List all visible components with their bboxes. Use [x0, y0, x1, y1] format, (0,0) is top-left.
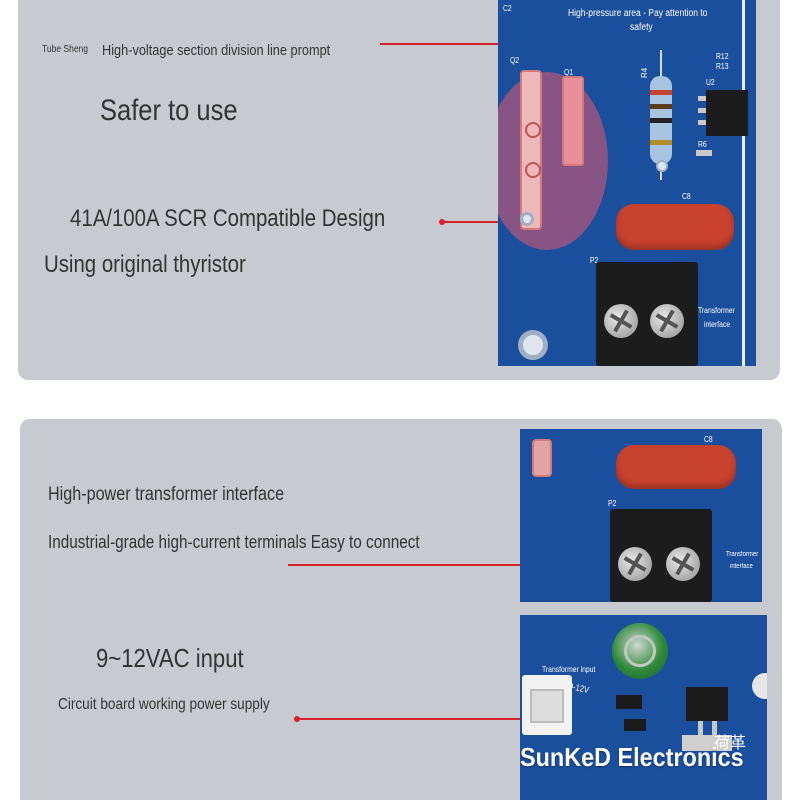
callout-line-scr [443, 221, 503, 223]
chip-pin [698, 108, 706, 113]
pad-hole [525, 122, 541, 138]
transformer-line1: Transformer [726, 551, 759, 558]
vac-heading: 9~12VAC input [96, 643, 244, 673]
pcb-label-c8: C8 [704, 435, 713, 444]
chip-pin [712, 721, 717, 735]
smd-component [616, 695, 642, 709]
tube-label: Tube Sheng [42, 44, 89, 55]
terminal-screw-2 [650, 304, 684, 338]
pad-hole [525, 162, 541, 178]
scr-heading: 41A/100A SCR Compatible Design [70, 205, 386, 232]
terminal-screw-2 [666, 547, 700, 581]
pcb-label-c2: C2 [503, 4, 512, 13]
pcb-label-q1: Q1 [564, 68, 574, 77]
pcb-label-p2: P2 [590, 256, 599, 265]
resistor-band [650, 90, 672, 95]
connector-socket [530, 689, 564, 723]
pcb-label-r13: R13 [716, 62, 729, 71]
regulator-tab [682, 735, 732, 751]
thyristor-q1 [562, 76, 584, 166]
callout-dot-power [294, 716, 300, 722]
pcb-label-u2: U2 [706, 78, 715, 87]
callout-dot-scr [439, 219, 445, 225]
resistor-band [650, 140, 672, 145]
division-line [742, 0, 745, 366]
mount-hole-small [656, 160, 668, 172]
smd-component [624, 719, 646, 731]
chip-pin [698, 96, 706, 101]
safer-heading: Safer to use [100, 94, 238, 127]
chip-pin [698, 721, 703, 735]
thyristor-q2 [520, 70, 542, 230]
chinese-mark: 荷革 [714, 735, 747, 752]
transformer-line1: Transformer [698, 306, 735, 315]
mount-hole [518, 330, 548, 360]
callout-line-power [298, 718, 520, 720]
terminal-screw-1 [604, 304, 638, 338]
division-line-prompt: High-voltage section division line promp… [102, 42, 331, 59]
capacitor-c8 [616, 445, 736, 489]
resistor-band [650, 118, 672, 123]
resistor-band [650, 104, 672, 109]
transformer-line2: interface [704, 320, 731, 329]
chip-pin [698, 120, 706, 125]
mount-hole-small [520, 212, 534, 226]
capacitor-c8 [616, 204, 734, 250]
transformer-input-label: Transformer input [542, 665, 596, 674]
pcb-label-r4: R4 [640, 67, 649, 78]
pcb-label-r6: R6 [698, 140, 707, 149]
pcb-photo-transformer-terminal: C8 P2 Transformer interface [520, 429, 762, 602]
pcb-photo-power-input: Transformer input 9-12V 荷革 [520, 615, 767, 800]
pcb-label-r12: R12 [716, 52, 729, 61]
pressure-note-line1: High-pressure area - Pay attention to [568, 8, 708, 19]
capacitor-top [624, 635, 656, 667]
transformer-line2: interface [730, 563, 753, 570]
brand-watermark: SunKeD Electronics [520, 742, 744, 772]
pcb-label-q2: Q2 [510, 56, 520, 65]
terminals-text: Industrial-grade high-current terminals … [48, 532, 420, 552]
callout-line-terminals [288, 564, 698, 566]
feature-panel-interfaces: High-power transformer interface Industr… [20, 419, 782, 800]
chip-u2 [706, 90, 748, 136]
power-supply-text: Circuit board working power supply [58, 696, 270, 713]
pcb-label-c8: C8 [682, 192, 691, 201]
pressure-note-line2: safety [630, 22, 653, 33]
pcb-label-p2: P2 [608, 499, 617, 508]
pcb-photo-high-voltage: C2 High-pressure area - Pay attention to… [498, 0, 756, 366]
terminal-screw-1 [618, 547, 652, 581]
transformer-heading: High-power transformer interface [48, 484, 285, 505]
thyristor-text: Using original thyristor [44, 251, 246, 278]
pad [532, 439, 552, 477]
component-partial [752, 673, 767, 699]
feature-panel-safety: Tube Sheng High-voltage section division… [18, 0, 780, 380]
thyristor-highlight [498, 72, 608, 250]
regulator-chip [686, 687, 728, 721]
smd-resistor [696, 150, 712, 156]
